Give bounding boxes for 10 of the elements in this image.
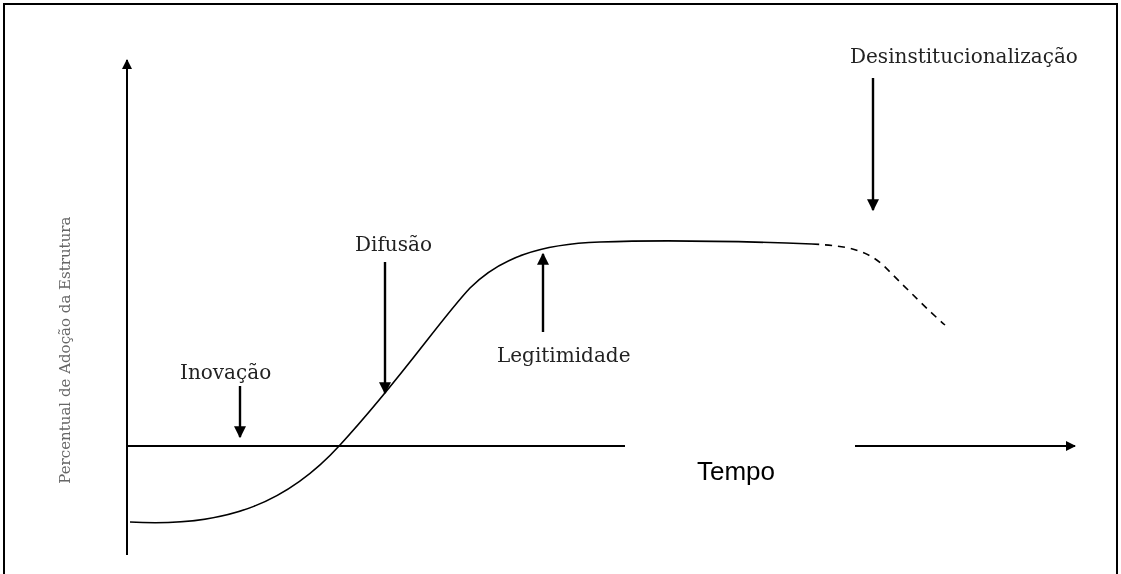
leader-arrow (379, 262, 391, 395)
leader-arrow (537, 252, 549, 332)
y-axis-label: Percentual de Adoção da Estrutura (54, 215, 75, 486)
callout-label: Desinstitucionalização (850, 46, 1078, 66)
x-axis-label: Tempo (697, 458, 776, 484)
leader-arrow (867, 78, 879, 212)
callout-label: Inovação (180, 362, 272, 382)
callout-label: Difusão (355, 234, 432, 254)
callout-label: Legitimidade (497, 345, 631, 365)
leader-arrow (234, 386, 246, 439)
